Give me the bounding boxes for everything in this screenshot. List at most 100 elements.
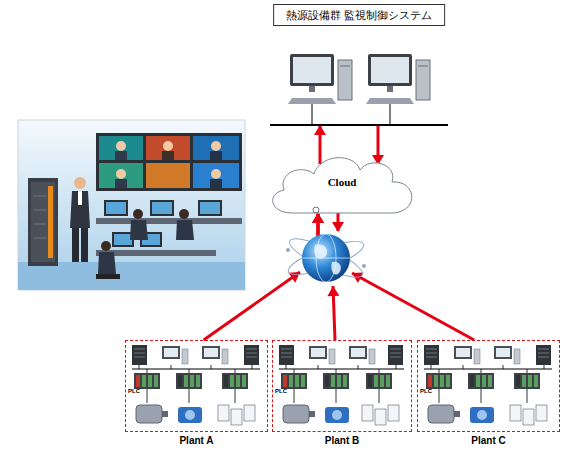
server-slot [281, 357, 292, 358]
server-tower [132, 345, 147, 365]
pc-monitor [162, 346, 180, 359]
server-slot [281, 353, 292, 354]
plc-rack [323, 373, 349, 389]
sensor-box [523, 409, 534, 425]
server-slot [134, 349, 145, 350]
red-arrow [319, 126, 322, 164]
pump-head [332, 410, 342, 420]
pc-screen [164, 348, 178, 357]
pc-screen [496, 348, 510, 357]
pump [470, 407, 494, 423]
plc-module [374, 375, 378, 387]
pc-monitor [494, 346, 512, 359]
system-title: 熱源設備群 監視制御システム [273, 4, 445, 26]
plc-module [196, 375, 200, 387]
server-slot [538, 349, 549, 350]
plc-module [242, 375, 246, 387]
server-slot [281, 349, 292, 350]
server-slot [246, 353, 257, 354]
plc-module [528, 375, 532, 387]
field-wire [527, 389, 528, 403]
field-wire [336, 389, 337, 403]
bus-stem [252, 365, 253, 369]
pc-screen [204, 348, 218, 357]
motor [283, 405, 309, 423]
server-slot [390, 353, 401, 354]
bus-stem [358, 365, 359, 369]
bus-stem [396, 365, 397, 369]
plc-module [488, 375, 492, 387]
pc-tower [182, 349, 188, 364]
plant-box: Plant A [125, 340, 268, 432]
plc-module [190, 375, 194, 387]
network-bus [132, 369, 260, 370]
plc-rack [134, 373, 160, 389]
motor-shaft [162, 411, 168, 417]
monitor-screen [293, 57, 331, 83]
plc-module [236, 375, 240, 387]
red-arrow [377, 126, 380, 164]
sensor-box [510, 405, 521, 421]
bus-stem [171, 365, 172, 369]
pump [325, 407, 349, 423]
bus-stem [481, 369, 482, 373]
network-bus [424, 369, 552, 370]
pc-tower [514, 349, 520, 364]
plc-module [289, 375, 293, 387]
plc-module [184, 375, 188, 387]
server-slot [390, 349, 401, 350]
bus-stem [318, 365, 319, 369]
down-arrow [337, 212, 340, 231]
server-tower [279, 345, 294, 365]
server-slot [390, 357, 401, 358]
monitor-frame [368, 54, 412, 86]
bus-stem [139, 365, 140, 369]
plant-box: Plant B [272, 340, 412, 432]
pc-screen [311, 348, 325, 357]
internet-globe [285, 232, 367, 284]
plant-equipment [126, 341, 266, 430]
plc-module [470, 375, 474, 387]
plc-module [482, 375, 486, 387]
plc-module [440, 375, 444, 387]
bus-stem [336, 369, 337, 373]
plc-module [337, 375, 341, 387]
plc-rack [514, 373, 540, 389]
pump-head [185, 410, 195, 420]
plc-module [516, 375, 520, 387]
pc-monitor [454, 346, 472, 359]
monitor-frame [290, 54, 334, 86]
server-slot [246, 357, 257, 358]
motor [428, 405, 454, 423]
plant-name: Plant B [273, 435, 411, 446]
server-slot [134, 353, 145, 354]
plc-module [434, 375, 438, 387]
plc-module [331, 375, 335, 387]
plc-tag: PLC [420, 388, 432, 394]
plc-module [142, 375, 146, 387]
server-slot [538, 357, 549, 358]
keyboard [288, 98, 336, 104]
sensor-box [362, 405, 373, 421]
monitor-stand [309, 86, 315, 92]
server-tower [244, 345, 259, 365]
pc-tower [416, 60, 430, 100]
sensor-box [375, 409, 386, 425]
field-wire [147, 389, 148, 403]
plc-rack [222, 373, 248, 389]
plc-module [368, 375, 372, 387]
field-wire [439, 389, 440, 403]
bus-stem [294, 369, 295, 373]
pc-tower [329, 349, 335, 364]
bus-stem [286, 365, 287, 369]
server-slot [426, 349, 437, 350]
network-bus [279, 369, 404, 370]
plc-rack [366, 373, 392, 389]
field-wire [189, 389, 190, 403]
network-stem [312, 104, 313, 126]
plc-rack [281, 373, 307, 389]
pc-monitor [349, 346, 367, 359]
